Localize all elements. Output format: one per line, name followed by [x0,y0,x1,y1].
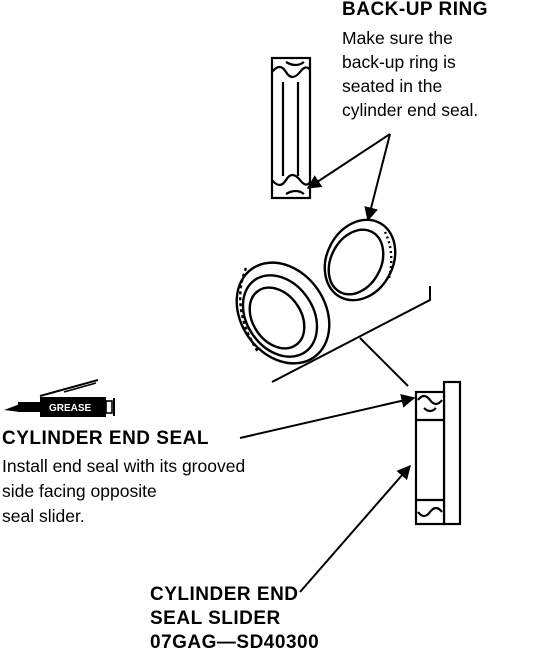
grease-tube-icon: GREASE [4,379,115,417]
backup-ring-note-line-3: seated in the [342,76,443,96]
end-seal-title: CYLINDER END SEAL [2,428,209,449]
slider-title-line-2: SEAL SLIDER [150,608,281,629]
cylinder-end-seal [235,261,331,365]
arrow-to-slider-top [239,394,416,439]
backup-ring-note-line-4: cylinder end seal. [342,100,479,120]
backup-ring-section [270,56,312,200]
slider-part-number: 07GAG—SD40300 [150,632,320,653]
arrow-to-slider [299,464,411,593]
backup-ring [323,218,397,302]
arrow-to-ring-section [306,133,391,189]
grease-label: GREASE [49,403,92,414]
end-seal-note-line-1: Install end seal with its grooved [2,456,246,476]
backup-ring-title: BACK-UP RING [342,0,489,20]
backup-ring-note-line-1: Make sure the [342,28,453,48]
seal-slider-section [414,380,462,526]
end-seal-note-line-3: seal slider. [2,506,85,526]
arrow-to-ring [364,133,391,222]
end-seal-note-line-2: side facing opposite [2,481,157,501]
backup-ring-note-line-2: back-up ring is [342,52,456,72]
slider-title-line-1: CYLINDER END [150,584,299,605]
assembly-bracket [271,286,431,387]
leader-arrows [239,133,416,593]
